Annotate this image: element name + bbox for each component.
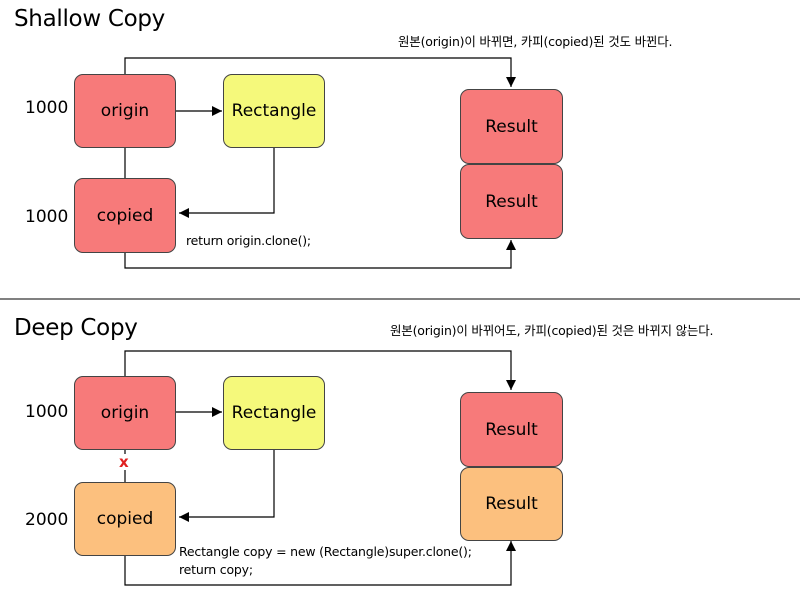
origin-address: 1000: [25, 98, 69, 118]
origin-label: origin: [100, 101, 150, 121]
result-box-1: Result: [460, 89, 563, 164]
deep-copy-title: Deep Copy: [14, 315, 138, 341]
copied-address: 1000: [25, 207, 69, 227]
shallow-copy-title: Shallow Copy: [14, 6, 165, 32]
origin-box: origin: [74, 74, 176, 148]
broken-link-mark: x: [119, 453, 129, 471]
copied-to-result-arrow: [124, 240, 516, 269]
rectangle-box-deep: Rectangle: [223, 376, 325, 450]
rectangle-to-copied-arrow-deep: [179, 450, 275, 522]
copied-to-result-arrow-deep: [124, 541, 516, 586]
copied-box-deep: copied: [74, 482, 176, 556]
deep-copy-note: 원본(origin)이 바뀌어도, 카피(copied)된 것은 바뀌지 않는다…: [390, 323, 714, 338]
result-label-deep-1: Result: [485, 419, 538, 440]
result-label-2: Result: [485, 191, 538, 212]
copied-box: copied: [74, 178, 176, 253]
deep-code-line-1: Rectangle copy = new (Rectangle)super.cl…: [179, 544, 472, 559]
origin-label-deep: origin: [100, 403, 150, 423]
origin-address-deep: 1000: [25, 402, 69, 422]
copied-address-deep: 2000: [25, 510, 69, 530]
result-label-1: Result: [485, 116, 538, 137]
copied-label: copied: [96, 205, 154, 226]
rectangle-to-copied-arrow: [179, 148, 275, 218]
deep-code-line-2: return copy;: [179, 562, 253, 577]
rectangle-label: Rectangle: [231, 101, 317, 121]
result-label-deep-2: Result: [485, 494, 538, 514]
shallow-code-line-1: return origin.clone();: [186, 233, 311, 248]
rectangle-box: Rectangle: [223, 74, 325, 148]
origin-to-result-arrow: [124, 57, 516, 87]
copied-label-deep: copied: [96, 509, 154, 529]
shallow-copy-note: 원본(origin)이 바뀌면, 카피(copied)된 것도 바뀐다.: [398, 34, 673, 49]
origin-box-deep: origin: [74, 376, 176, 450]
result-box-2: Result: [460, 164, 563, 239]
rectangle-label-deep: Rectangle: [231, 403, 317, 423]
origin-to-result-arrow-deep: [124, 350, 516, 390]
result-box-deep-2: Result: [460, 467, 563, 541]
result-box-deep-1: Result: [460, 392, 563, 467]
